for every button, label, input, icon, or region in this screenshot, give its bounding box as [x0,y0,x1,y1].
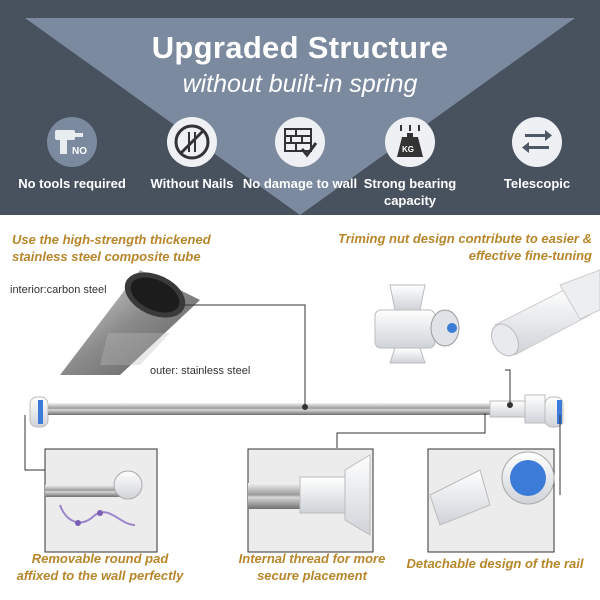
feature-telescopic: Telescopic [477,117,597,192]
page-subtitle: without built-in spring [182,70,418,98]
inset-thread-art [247,448,374,553]
header-banner: Upgraded Structure without built-in spri… [0,0,600,215]
drill-no-text: NO [72,146,87,157]
no-nails-icon [167,117,217,167]
feature-label: No tools required [18,176,126,191]
feature-label: No damage to wall [242,176,358,191]
connector-lines [24,304,561,495]
outer-label: outer: stainless steel [150,365,251,377]
feature-no-tools: NO No tools required [12,117,132,192]
drill-no-icon: NO [47,117,97,167]
feature-no-damage: No damage to wall [240,117,360,192]
tube-note: Use the high-strength thickened stainles… [12,232,211,264]
interior-label: interior:carbon steel [10,284,107,296]
inset-pad-art [44,448,158,553]
header-triangle-decoration [25,18,575,215]
weight-kg-text: KG [402,145,414,154]
wall-check-icon [275,117,325,167]
trim-nut-part [374,284,460,364]
inset-rail-art [427,448,555,553]
rail-caption: Detachable design of the rail [406,556,584,571]
nut-note: Triming nut design contribute to easier … [337,231,592,263]
telescopic-arrows-icon [512,117,562,167]
page-title: Upgraded Structure [151,30,449,65]
feature-label: Telescopic [503,176,571,191]
main-rod [29,394,564,428]
product-illustration [24,269,600,553]
thread-caption: Internal thread for more secure placemen… [238,551,386,583]
telescopic-tube-part [491,269,600,357]
weight-kg-icon: KG [385,117,435,167]
feature-label: Strong bearing capacity [363,176,457,208]
feature-label: Without Nails [150,176,234,191]
pad-caption: Removable round pad affixed to the wall … [16,551,184,583]
feature-without-nails: Without Nails [132,117,252,192]
tube-closeup [60,270,200,375]
feature-strong-bearing: KG Strong bearing capacity [350,117,470,209]
